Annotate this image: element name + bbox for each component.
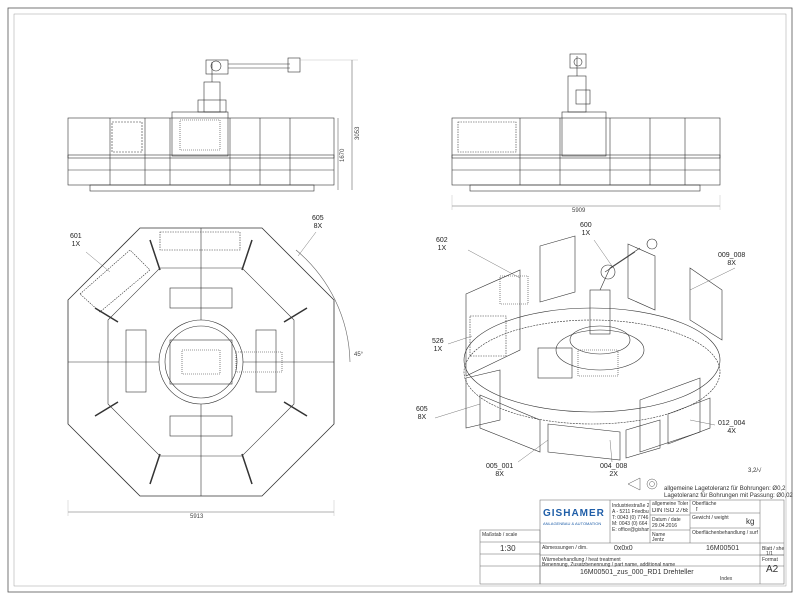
dims-label: Abmessungen / dim. [542,545,588,551]
format-value: A2 [766,564,779,575]
drawing-title: 16M00501_zus_000_RD1 Drehteller [580,569,694,576]
weight-label: Gewicht / weight [692,515,729,521]
phone: T: 0043 (0) 7746 28 33-0 [612,515,649,521]
date-value: 29.04.2016 [652,523,678,529]
sheet-inner-border [13,13,787,587]
dimension-3053: 3053 [355,126,361,140]
sheet-border [7,7,793,593]
material-label: Oberflächenbehandlung / surface treatmen… [692,530,758,536]
title-block [479,499,785,585]
address-line-2: A - 5211 Friedburg [612,509,649,515]
standard-label: allgemeine Toleranzen [652,501,688,507]
front-view [67,57,358,192]
email: E: office@gishamer.at [612,527,649,533]
date-label: Datum / date [652,517,681,523]
surface-label: Oberfläche [692,501,717,507]
scale-label: Maßstab / scale [482,532,518,538]
dimension-5909: 5909 [572,208,586,214]
title-label: Benennung, Zusatzbenennung / part name, … [542,562,676,568]
dimension-angle: 45° [354,352,364,358]
top-view [67,227,351,516]
drawn-label: Name [652,532,666,538]
company-logo: GISHAMER [543,508,605,519]
dimension-5913: 5913 [190,514,204,520]
surface-value: f [696,507,698,513]
drawing-number: 16M00501 [706,545,740,552]
format-label: Format [762,557,778,563]
side-view [451,53,721,210]
tolerance-note-1: allgemeine Lagetoleranz für Bohrungen: Ø… [664,486,786,492]
mobile: M: 0043 (0) 664 35 65 61 0 [612,521,649,527]
heat-label: Wärmebehandlung / heat treatment [542,557,621,563]
weight-unit: kg [746,517,755,526]
scale-value: 1:30 [500,544,516,553]
surface-symbol: 3,2/√ [748,468,762,474]
standard-value: DIN ISO 2768 [652,508,688,514]
address-line-1: Industriestraße 24 [612,503,649,509]
sheet-label: Blatt / sheet [762,546,784,552]
company-tagline: ANLAGENBAU & AUTOMATION [543,521,602,526]
tolerance-note-2: Lagetoleranz für Bohrungen mit Passung: … [664,493,793,499]
projection-symbol [627,477,658,491]
dims-value: 0x0x0 [614,545,633,552]
dimension-1670: 1670 [340,148,346,162]
index-label: Index [720,576,733,582]
drawn-by: Jentz [652,537,664,543]
isometric-view [434,235,736,463]
sheet-value: 1/1 [766,551,773,557]
